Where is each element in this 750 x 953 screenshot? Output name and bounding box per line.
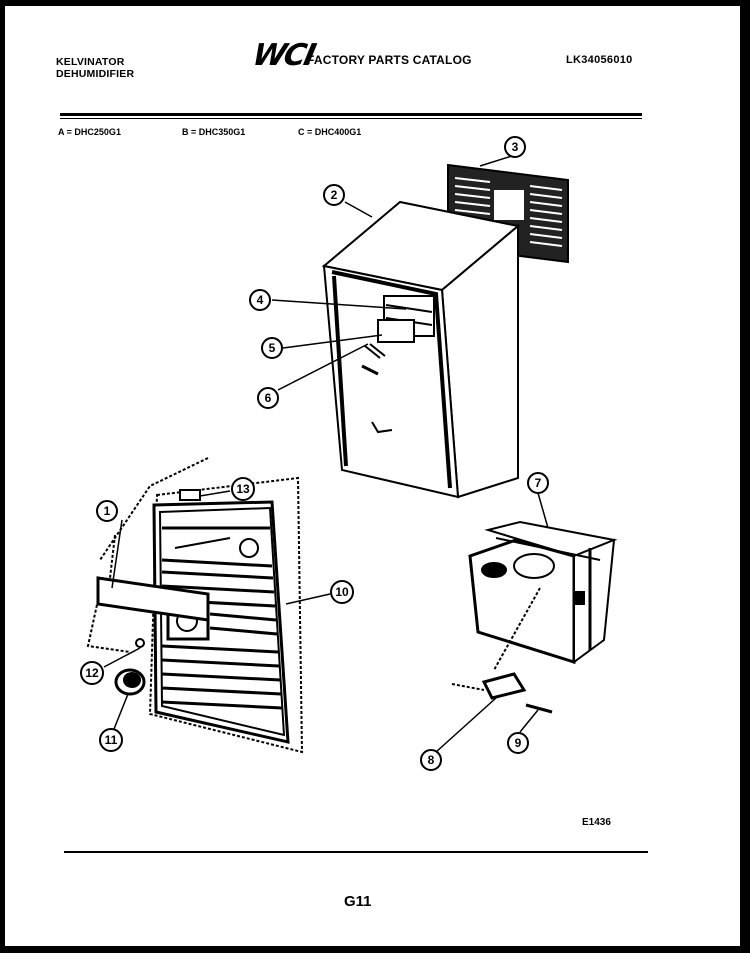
svg-text:1: 1 <box>104 504 111 518</box>
svg-text:7: 7 <box>535 476 542 490</box>
svg-text:11: 11 <box>105 733 118 747</box>
dehumidifier-unit-drawing <box>468 520 618 665</box>
callout-5: 5 <box>261 337 283 359</box>
header-rule-thick <box>60 113 642 116</box>
header-rule-thin <box>60 118 642 119</box>
catalog-number: LK34056010 <box>566 54 633 66</box>
leader-lines <box>103 154 549 753</box>
callout-1: 1 <box>96 500 118 522</box>
callout-11: 11 <box>99 728 123 752</box>
nameplate-drawing <box>86 457 210 653</box>
cabinet-drawing <box>321 200 521 499</box>
brand-block: KELVINATOR DEHUMIDIFIER <box>56 56 134 80</box>
knob-drawing <box>114 638 146 696</box>
brand-name: KELVINATOR <box>56 56 125 68</box>
callout-10: 10 <box>330 580 354 604</box>
front-panel-drawing <box>148 476 304 754</box>
page-number: G11 <box>344 893 372 910</box>
model-b: B = DHC350G1 <box>182 127 246 137</box>
model-c: C = DHC400G1 <box>298 127 362 137</box>
callout-8: 8 <box>420 749 442 771</box>
callout-13: 13 <box>231 477 255 501</box>
svg-text:2: 2 <box>331 188 338 202</box>
model-a: A = DHC250G1 <box>58 127 121 137</box>
catalog-title: FACTORY PARTS CATALOG <box>307 53 472 67</box>
callout-3: 3 <box>504 136 526 158</box>
drawing-number: E1436 <box>582 817 611 828</box>
svg-text:9: 9 <box>515 736 522 750</box>
svg-text:4: 4 <box>257 293 264 307</box>
svg-text:6: 6 <box>265 391 272 405</box>
callout-4: 4 <box>249 289 271 311</box>
callout-7: 7 <box>527 472 549 494</box>
callout-6: 6 <box>257 387 279 409</box>
drain-fitting-drawing <box>451 587 553 714</box>
svg-text:5: 5 <box>269 341 276 355</box>
callout-12: 12 <box>80 661 104 685</box>
footer-rule <box>64 851 648 853</box>
callout-9: 9 <box>507 732 529 754</box>
svg-text:12: 12 <box>85 666 99 680</box>
callout-2: 2 <box>323 184 345 206</box>
svg-text:10: 10 <box>335 585 349 599</box>
product-type: DEHUMIDIFIER <box>56 68 135 80</box>
svg-text:3: 3 <box>512 140 519 154</box>
svg-text:13: 13 <box>236 482 250 496</box>
svg-text:8: 8 <box>428 753 435 767</box>
